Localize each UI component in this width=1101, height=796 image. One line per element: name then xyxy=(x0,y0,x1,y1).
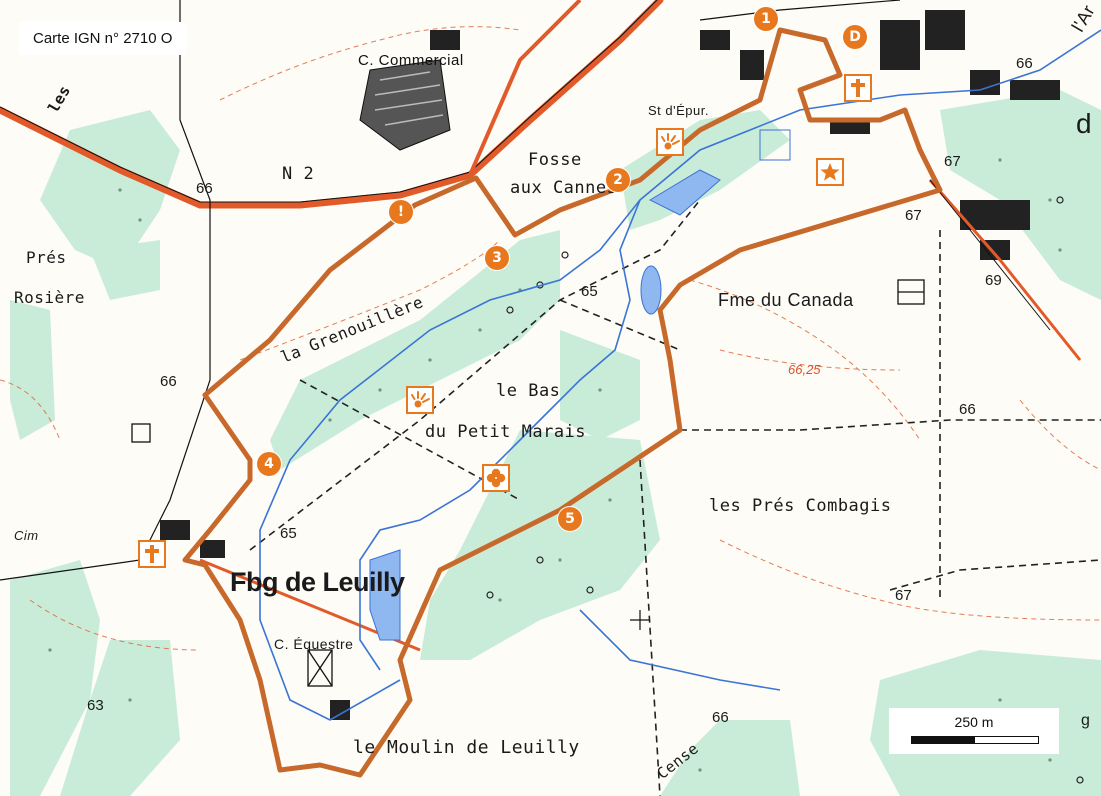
cemetery-label: Cim xyxy=(14,528,39,543)
petit-marais-label: du Petit Marais xyxy=(425,422,587,442)
commercial-center-building xyxy=(359,59,451,151)
le-bas-label: le Bas xyxy=(496,381,561,401)
map-edge-letter-g: g xyxy=(1081,712,1091,729)
hiking-route xyxy=(182,27,943,778)
contour-elevation-label: 63 xyxy=(87,697,104,714)
contour-elevation-label: 69 xyxy=(985,272,1002,289)
farm-symbol xyxy=(131,279,925,687)
scale-label: 250 m xyxy=(954,714,994,730)
contour-elevation-label: 65 xyxy=(280,525,297,542)
monument-star-icon[interactable] xyxy=(816,158,844,186)
scale-bar-box: 250 m xyxy=(889,708,1059,754)
contour-elevation-label: 66 xyxy=(196,180,213,197)
church-icon[interactable] xyxy=(138,540,166,568)
church-icon[interactable] xyxy=(844,74,872,102)
commercial-center-label: C. Commercial xyxy=(358,52,464,69)
ponds xyxy=(369,129,791,641)
route-step-marker[interactable]: 1 xyxy=(754,7,778,31)
pres-combagis-label: les Prés Combagis xyxy=(709,496,892,516)
contour-elevation-label: 67 xyxy=(905,207,922,224)
route-step-marker[interactable]: 3 xyxy=(485,246,509,270)
contour-elevation-label: 65 xyxy=(581,283,598,300)
map-edge-letter-d: d xyxy=(1076,108,1093,139)
contour-elevation-label: 67 xyxy=(895,587,912,604)
route-step-marker[interactable]: 2 xyxy=(606,168,630,192)
faubourg-leuilly-label: Fbg de Leuilly xyxy=(230,567,405,597)
map-sheet-label: Carte IGN n° 2710 O xyxy=(19,22,187,55)
equestrian-center-label: C. Équestre xyxy=(274,636,354,652)
wooded-areas xyxy=(10,90,1101,796)
contour-elevation-label: 67 xyxy=(944,153,961,170)
route-step-marker[interactable]: 4 xyxy=(257,452,281,476)
contour-elevation-label: 66 xyxy=(959,401,976,418)
scale-bar xyxy=(911,736,1039,744)
viewpoint-icon[interactable] xyxy=(656,128,684,156)
road-n2-label: N 2 xyxy=(282,164,315,184)
contour-lines xyxy=(0,26,1101,651)
viewpoint-icon[interactable] xyxy=(406,386,434,414)
contour-elevation-label: 66 xyxy=(1016,55,1033,72)
contour-elevation-label: 66 xyxy=(160,373,177,390)
spot-elevation-label: 66,25 xyxy=(788,362,821,377)
roads xyxy=(0,0,1082,652)
aux-cannes-label: aux Cannes xyxy=(510,178,618,198)
pres-label: Prés xyxy=(26,248,67,267)
rosiere-label: Rosière xyxy=(14,288,85,307)
route-step-marker[interactable]: D xyxy=(843,25,867,49)
cross-marks xyxy=(630,610,650,630)
route-step-marker[interactable]: ! xyxy=(389,200,413,224)
fosse-label: Fosse xyxy=(528,150,582,170)
river xyxy=(259,29,1101,721)
water-treatment-label: St d'Épur. xyxy=(648,103,709,118)
flower-icon[interactable] xyxy=(482,464,510,492)
farm-canada-label: Fme du Canada xyxy=(718,290,854,310)
contour-elevation-label: 66 xyxy=(712,709,729,726)
route-step-marker[interactable]: 5 xyxy=(558,507,582,531)
moulin-leuilly-label: le Moulin de Leuilly xyxy=(353,737,580,758)
